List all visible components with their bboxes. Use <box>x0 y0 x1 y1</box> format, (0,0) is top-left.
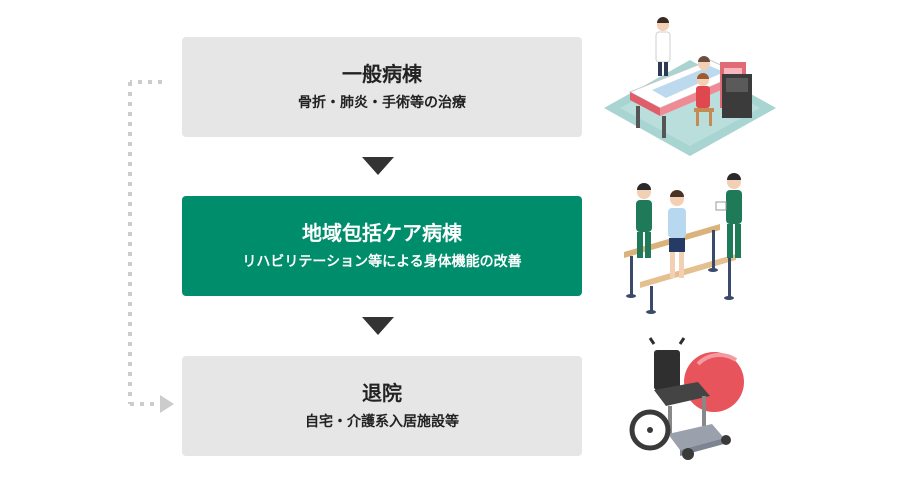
wheelchair-illustration-icon <box>629 337 744 460</box>
step-community-care-ward: 地域包括ケア病棟 リハビリテーション等による身体機能の改善 <box>182 196 582 296</box>
down-arrow-icon <box>362 317 394 335</box>
down-arrow-icon <box>362 157 394 175</box>
dotted-bypass-connector <box>128 80 174 413</box>
step-title: 退院 <box>362 381 402 405</box>
dotted-arrow-head <box>160 395 174 413</box>
step-subtitle: 自宅・介護系入居施設等 <box>305 414 459 430</box>
step-subtitle: リハビリテーション等による身体機能の改善 <box>242 254 522 270</box>
step-general-ward: 一般病棟 骨折・肺炎・手術等の治療 <box>182 37 582 137</box>
step-subtitle: 骨折・肺炎・手術等の治療 <box>298 95 466 111</box>
step-discharge: 退院 自宅・介護系入居施設等 <box>182 356 582 456</box>
hospital-bed-illustration-icon <box>604 17 776 156</box>
step-title: 一般病棟 <box>342 62 422 86</box>
step-title: 地域包括ケア病棟 <box>302 221 462 245</box>
rehabilitation-illustration-icon <box>624 173 742 314</box>
